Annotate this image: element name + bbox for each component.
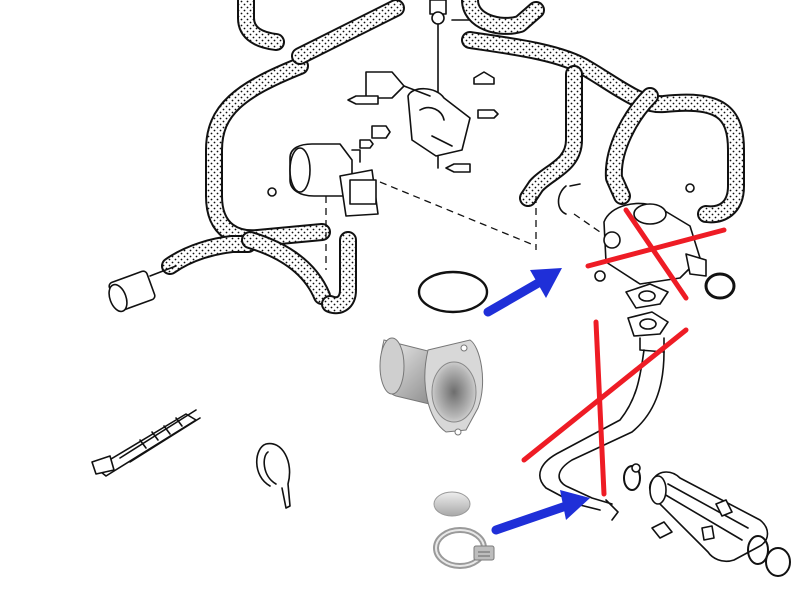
pressure-actuator	[267, 143, 379, 270]
pipe-end-flange	[605, 499, 619, 521]
replacement-kit	[379, 270, 495, 569]
blanking-disc	[433, 491, 471, 517]
hose-top-left	[237, 0, 405, 65]
bracket-details	[419, 106, 453, 147]
hose-clamp	[433, 527, 495, 569]
sensor-neck	[149, 265, 177, 277]
blue-arrow-icon-upper	[483, 268, 562, 317]
coolant-hoses	[161, 0, 745, 315]
cooler-bolt	[651, 521, 673, 539]
valve-body	[365, 71, 405, 99]
cooler-outlet-ring	[765, 547, 791, 577]
egr-cooler	[623, 463, 791, 577]
cooler-fins	[663, 483, 749, 541]
bolt-group	[347, 71, 499, 173]
cooler-body	[648, 471, 769, 563]
top-connector-ring	[431, 11, 445, 25]
actuator-pipe	[351, 149, 361, 163]
egr-pipe-left-wall	[539, 349, 645, 511]
cooler-inlet	[649, 475, 667, 505]
actuator-screw	[267, 187, 277, 197]
cooler-port-mid	[701, 525, 715, 541]
gasket-lower-hole	[639, 318, 657, 330]
egr-bolt	[594, 270, 606, 282]
red-x-icon-egr-valve	[585, 207, 727, 301]
hose-lower-left	[161, 231, 357, 315]
cooler-screw	[631, 463, 641, 473]
gasket-upper-hole	[638, 290, 656, 302]
assembly-guide-lines	[379, 181, 601, 250]
gasket-lower	[627, 311, 669, 337]
vacuum-valve-assembly	[347, 0, 499, 173]
temperature-sensor	[108, 265, 177, 313]
hose-right-inner	[604, 87, 659, 205]
circlip	[557, 183, 581, 215]
egr-pipe-right-wall	[558, 351, 665, 505]
sensor-face	[108, 283, 128, 313]
hose-top-right-loop	[461, 0, 745, 224]
blue-arrow-icon-lower	[491, 490, 590, 535]
valve-link	[403, 85, 431, 97]
cooler-clamp-right	[747, 535, 769, 565]
cooler-port-top	[715, 499, 733, 517]
egr-blanking-pipe	[379, 337, 484, 436]
egr-oring-right	[704, 272, 736, 300]
egr-hose-clip	[685, 183, 695, 193]
egr-pipe-original	[539, 283, 669, 521]
gasket-upper	[625, 283, 669, 309]
actuator-cap	[289, 147, 311, 193]
egr-valve-diaphragm	[633, 203, 667, 225]
oring-seal	[417, 270, 489, 314]
wiring-connector	[91, 409, 201, 477]
egr-valve-port	[603, 231, 621, 249]
red-x-icon-egr-pipe	[521, 319, 689, 497]
egr-outlet-stub	[685, 253, 707, 277]
cable-tie	[255, 442, 291, 509]
mounting-bracket	[407, 87, 471, 157]
hose-center-drop	[519, 65, 583, 207]
actuator-port	[349, 179, 377, 205]
